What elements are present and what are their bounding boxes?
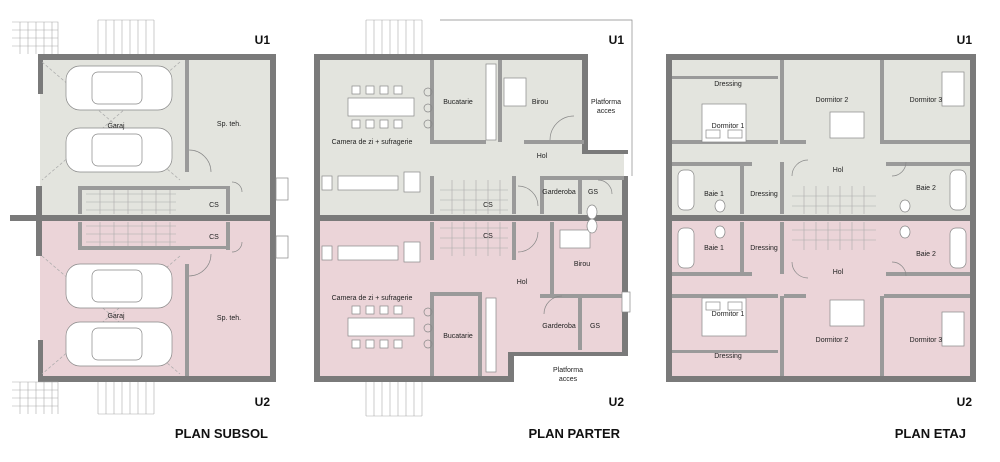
dressing-label-u2-mid: Dressing bbox=[750, 245, 778, 252]
cs-label-u2: CS bbox=[209, 234, 219, 241]
birou-label-u1: Birou bbox=[532, 99, 548, 106]
baie2-label-u2: Baie 2 bbox=[916, 251, 936, 258]
cs-label-parter-u2: CS bbox=[483, 233, 493, 240]
garderoba-label-u2: Garderoba bbox=[542, 323, 576, 330]
acces-label-u1: acces bbox=[597, 108, 616, 115]
camera-label-u1: Camera de zi + sufragerie bbox=[332, 139, 413, 146]
gs-label-u1: GS bbox=[588, 189, 598, 196]
plan-etaj-title: PLAN ETAJ bbox=[895, 426, 966, 441]
plan-parter: Camera de zi + sufragerie Camera de zi +… bbox=[314, 19, 633, 441]
dormitor1-label-u1: Dormitor 1 bbox=[712, 123, 745, 130]
spteh-label-u1: Sp. teh. bbox=[217, 121, 241, 128]
spteh-label-u2: Sp. teh. bbox=[217, 315, 241, 322]
garderoba-label-u1: Garderoba bbox=[542, 189, 576, 196]
cs-label-parter-u1: CS bbox=[483, 202, 493, 209]
baie1-label-u2: Baie 1 bbox=[704, 245, 724, 252]
dormitor1-label-u2: Dormitor 1 bbox=[712, 311, 745, 318]
birou-label-u2: Birou bbox=[574, 261, 590, 268]
plan-subsol: Garaj Garaj Sp. teh. Sp. teh. CS CS U1 U… bbox=[10, 19, 289, 441]
platforma-label-u1: Platforma bbox=[591, 99, 621, 106]
plan-etaj: Dressing Dormitor 1 Dormitor 2 Dormitor … bbox=[666, 33, 976, 441]
plan-subsol-title: PLAN SUBSOL bbox=[175, 426, 268, 441]
acces-label-u2: acces bbox=[559, 376, 578, 383]
hol-label-u2: Hol bbox=[517, 279, 528, 286]
dressing-label-u2-bot: Dressing bbox=[714, 353, 742, 360]
dressing-label-u1-mid: Dressing bbox=[750, 191, 778, 198]
camera-label-u2: Camera de zi + sufragerie bbox=[332, 295, 413, 302]
plan-parter-title: PLAN PARTER bbox=[529, 426, 621, 441]
dressing-label-u1-top: Dressing bbox=[714, 81, 742, 88]
parter-unit1-area bbox=[318, 58, 624, 218]
baie1-label-u1: Baie 1 bbox=[704, 191, 724, 198]
parter-unit-label-top: U1 bbox=[609, 33, 625, 47]
hol-label-u1: Hol bbox=[537, 153, 548, 160]
sofa-icon bbox=[321, 171, 421, 263]
bucatarie-label-u2: Bucatarie bbox=[443, 333, 473, 340]
bed-icon bbox=[701, 71, 965, 347]
parter-unit-label-bottom: U2 bbox=[609, 395, 625, 409]
garaj-label-u2: Garaj bbox=[107, 313, 125, 320]
platforma-label-u2: Platforma bbox=[553, 367, 583, 374]
dormitor2-label-u1: Dormitor 2 bbox=[816, 97, 849, 104]
bucatarie-label-u1: Bucatarie bbox=[443, 99, 473, 106]
dining-table-icon bbox=[347, 85, 415, 349]
dormitor3-label-u1: Dormitor 3 bbox=[910, 97, 943, 104]
car-icon bbox=[65, 65, 173, 367]
gs-label-u2: GS bbox=[590, 323, 600, 330]
subsol-unit-label-top: U1 bbox=[255, 33, 271, 47]
hol-label-etaj-u2: Hol bbox=[833, 269, 844, 276]
dormitor2-label-u2: Dormitor 2 bbox=[816, 337, 849, 344]
subsol-unit-label-bottom: U2 bbox=[255, 395, 271, 409]
dormitor3-label-u2: Dormitor 3 bbox=[910, 337, 943, 344]
hol-label-etaj-u1: Hol bbox=[833, 167, 844, 174]
bathtub-icon bbox=[677, 169, 967, 269]
baie2-label-u1: Baie 2 bbox=[916, 185, 936, 192]
cs-label-u1: CS bbox=[209, 202, 219, 209]
etaj-unit-label-top: U1 bbox=[957, 33, 973, 47]
etaj-unit-label-bottom: U2 bbox=[957, 395, 973, 409]
garaj-label-u1: Garaj bbox=[107, 123, 125, 130]
